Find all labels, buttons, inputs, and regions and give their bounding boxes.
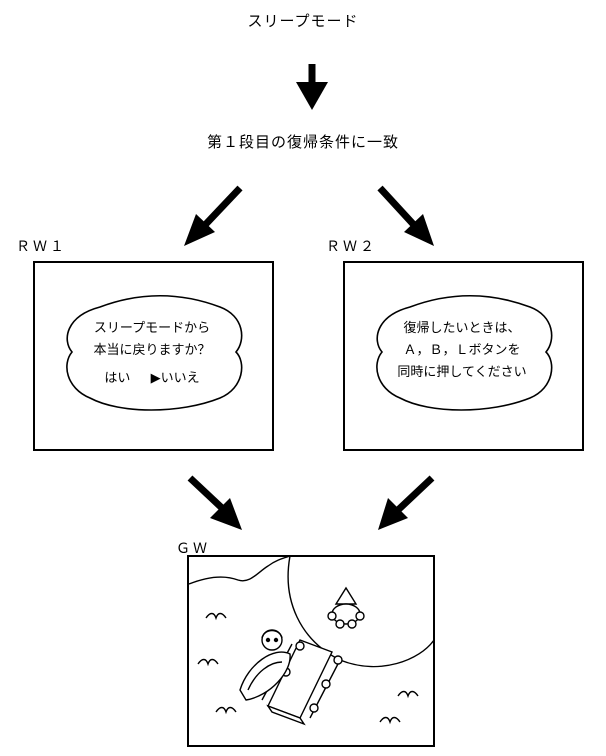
wave-mark <box>215 706 237 715</box>
rw2-line2: Ａ，Ｂ，Ｌボタンを <box>403 343 521 358</box>
arrow-down <box>296 64 328 110</box>
rw2-speech-bubble <box>376 294 553 411</box>
wave-mark <box>397 690 419 699</box>
arrow-rw1-to-gw <box>187 475 242 530</box>
wave-mark <box>197 658 219 667</box>
rw1-speech-bubble <box>66 294 243 411</box>
rw2-line1: 復帰したいときは、 <box>403 321 521 336</box>
rw2-label: ＲＷ２ <box>326 239 377 255</box>
rw1-line1: スリープモードから <box>93 321 211 336</box>
return-condition-text: 第１段目の復帰条件に一致 <box>206 133 399 151</box>
selection-cursor-icon: ▶ <box>150 371 161 386</box>
rw1-line2: 本当に戻りますか？ <box>93 343 211 358</box>
gw-game-window <box>187 555 435 747</box>
rw1-label: ＲＷ１ <box>16 239 67 255</box>
sleep-mode-title: スリープモード <box>247 12 359 30</box>
arrow-rw2-to-gw <box>378 475 435 530</box>
gw-label: ＧＷ <box>176 541 210 557</box>
wave-mark <box>379 716 401 725</box>
boat <box>239 651 291 701</box>
rw2-message: 復帰したいときは、 Ａ，Ｂ，Ｌボタンを 同時に押してください <box>372 318 552 384</box>
rw1-choices: はい ▶いいえ <box>62 368 242 390</box>
rw1-message: スリープモードから 本当に戻りますか？ はい ▶いいえ <box>62 318 242 390</box>
arrow-to-rw2 <box>377 185 434 246</box>
wave-mark <box>205 612 227 621</box>
no-option[interactable]: ▶いいえ <box>151 368 200 390</box>
yes-option[interactable]: はい <box>104 371 131 386</box>
arrow-to-rw1 <box>184 185 243 246</box>
no-option-label: いいえ <box>160 371 200 386</box>
rw2-line3: 同時に押してください <box>397 365 527 380</box>
